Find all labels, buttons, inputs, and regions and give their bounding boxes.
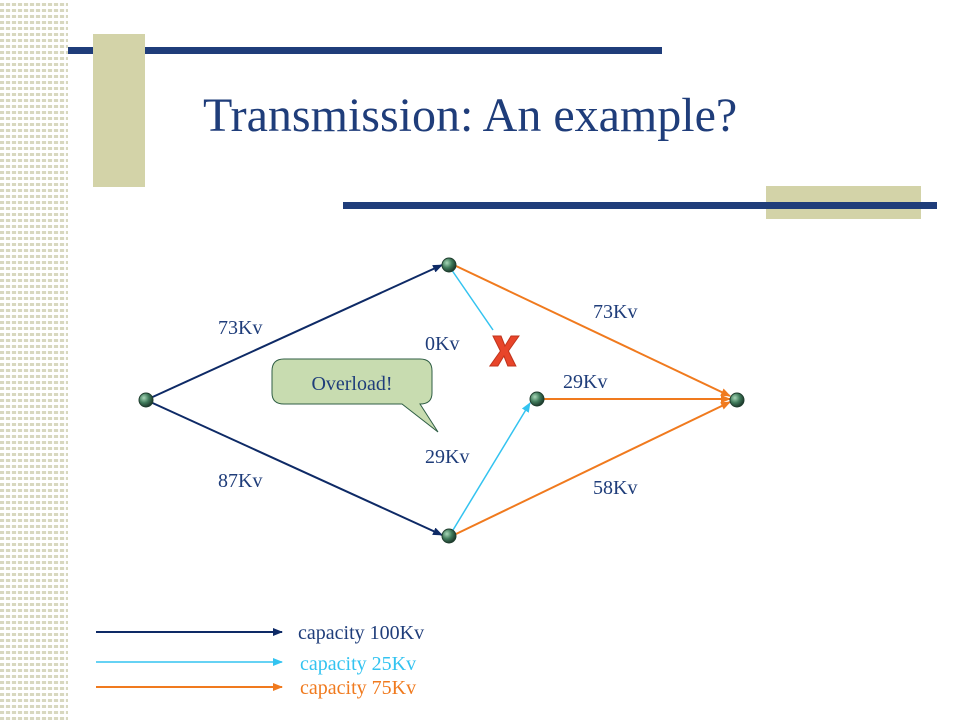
flow-label-top-to-t: 73Kv (593, 301, 637, 323)
edge-s-top (145, 264, 443, 401)
node-bottom (441, 528, 457, 544)
title-left-block (93, 34, 145, 187)
flow-label-s-top: 73Kv (218, 317, 262, 339)
overload-callout-text: Overload! (311, 373, 392, 395)
node-middle (529, 391, 545, 407)
edge-top-to-t (455, 265, 731, 397)
node-sink (729, 392, 745, 408)
overload-callout (271, 358, 439, 433)
legend-label-100kv: capacity 100Kv (298, 622, 424, 644)
page-title: Transmission: An example? (203, 89, 738, 142)
striped-sidebar-decoration (0, 0, 68, 720)
flow-label-bottom-to-mid: 29Kv (425, 446, 469, 468)
edge-s-bottom (145, 399, 443, 536)
edge-bottom-to-mid (449, 402, 531, 536)
title-top-bar (68, 47, 662, 54)
flow-label-mid-to-t: 29Kv (563, 371, 607, 393)
legend-label-75kv: capacity 75Kv (300, 677, 416, 699)
legend-label-25kv: capacity 25Kv (300, 653, 416, 675)
node-source (138, 392, 154, 408)
flow-label-s-bottom: 87Kv (218, 470, 262, 492)
failure-x-mark (488, 335, 520, 367)
edge-top-to-mid (448, 265, 494, 331)
edge-bottom-to-t (455, 401, 731, 535)
flow-label-top-to-mid: 0Kv (425, 333, 459, 355)
legend: capacity 100Kv capacity 25Kv capacity 75… (96, 622, 424, 699)
title-bottom-bar (343, 202, 937, 209)
flow-label-bottom-to-t: 58Kv (593, 477, 637, 499)
node-top (441, 257, 457, 273)
